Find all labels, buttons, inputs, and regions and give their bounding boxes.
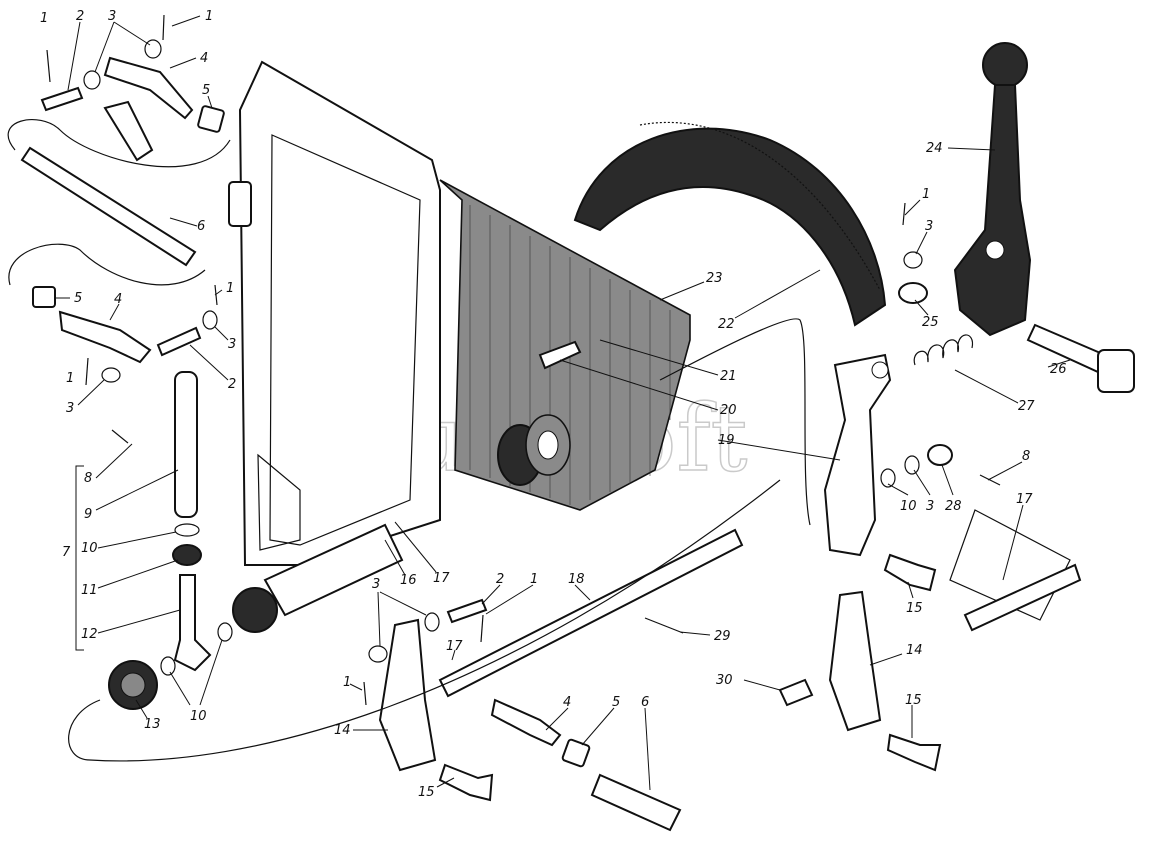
label-4: 4: [563, 695, 571, 710]
toothed-sector: [573, 127, 887, 327]
label-25: 25: [922, 315, 939, 330]
label-21: 21: [720, 369, 737, 384]
shaft-18: [438, 528, 744, 698]
label-10: 10: [81, 541, 98, 556]
label-1: 1: [530, 572, 538, 587]
label-2: 2: [76, 9, 84, 24]
label-23: 23: [706, 271, 723, 286]
fork-14-right: [828, 590, 882, 732]
label-8: 8: [84, 471, 92, 486]
label-2: 2: [496, 572, 504, 587]
label-3: 3: [372, 577, 380, 592]
label-15: 15: [905, 693, 922, 708]
label-10: 10: [190, 709, 207, 724]
label-6: 6: [197, 219, 205, 234]
hand-lever: [953, 84, 1032, 337]
leader-lines: [56, 15, 1071, 791]
tube-16: [263, 523, 404, 617]
label-12: 12: [81, 627, 98, 642]
label-16: 16: [400, 573, 417, 588]
shift-arm: [823, 353, 892, 557]
label-3: 3: [926, 499, 934, 514]
label-24: 24: [926, 141, 943, 156]
label-15: 15: [906, 601, 923, 616]
label-2: 2: [228, 377, 236, 392]
fork-14-left: [378, 618, 437, 772]
label-4: 4: [114, 292, 122, 307]
label-9: 9: [84, 507, 92, 522]
label-4: 4: [200, 51, 208, 66]
label-10: 10: [900, 499, 917, 514]
label-17: 17: [446, 639, 463, 654]
label-5: 5: [74, 291, 82, 306]
label-1: 1: [205, 9, 213, 24]
label-1: 1: [922, 187, 930, 202]
label-27: 27: [1018, 399, 1035, 414]
label-18: 18: [568, 572, 585, 587]
label-14: 14: [334, 723, 351, 738]
parts-drawing: [7, 14, 1135, 832]
label-6: 6: [641, 695, 649, 710]
label-3: 3: [66, 401, 74, 416]
rod-upper: [20, 146, 197, 267]
label-13: 13: [144, 717, 161, 732]
label-3: 3: [925, 219, 933, 234]
label-26: 26: [1050, 362, 1067, 377]
label-11: 11: [81, 583, 98, 598]
label-3: 3: [108, 9, 116, 24]
label-1: 1: [226, 281, 234, 296]
rod-9: [174, 371, 198, 518]
label-15: 15: [418, 785, 435, 800]
label-20: 20: [720, 403, 737, 418]
label-5: 5: [612, 695, 620, 710]
label-29: 29: [714, 629, 731, 644]
lever-knob: [982, 42, 1028, 88]
label-17: 17: [1016, 492, 1033, 507]
label-1: 1: [40, 11, 48, 26]
label-19: 19: [718, 433, 735, 448]
label-3: 3: [228, 337, 236, 352]
label-8: 8: [1022, 449, 1030, 464]
part-number-labels: 1 2 3 1 4 5 6 5 4 1 3 2 1 3 8 9 10 7 11 …: [40, 9, 1067, 800]
label-28: 28: [945, 499, 962, 514]
label-1: 1: [66, 371, 74, 386]
label-14: 14: [906, 643, 923, 658]
label-22: 22: [718, 317, 735, 332]
label-17: 17: [433, 571, 450, 586]
label-7: 7: [62, 545, 71, 560]
label-5: 5: [202, 83, 210, 98]
label-30: 30: [716, 673, 733, 688]
label-1: 1: [343, 675, 351, 690]
